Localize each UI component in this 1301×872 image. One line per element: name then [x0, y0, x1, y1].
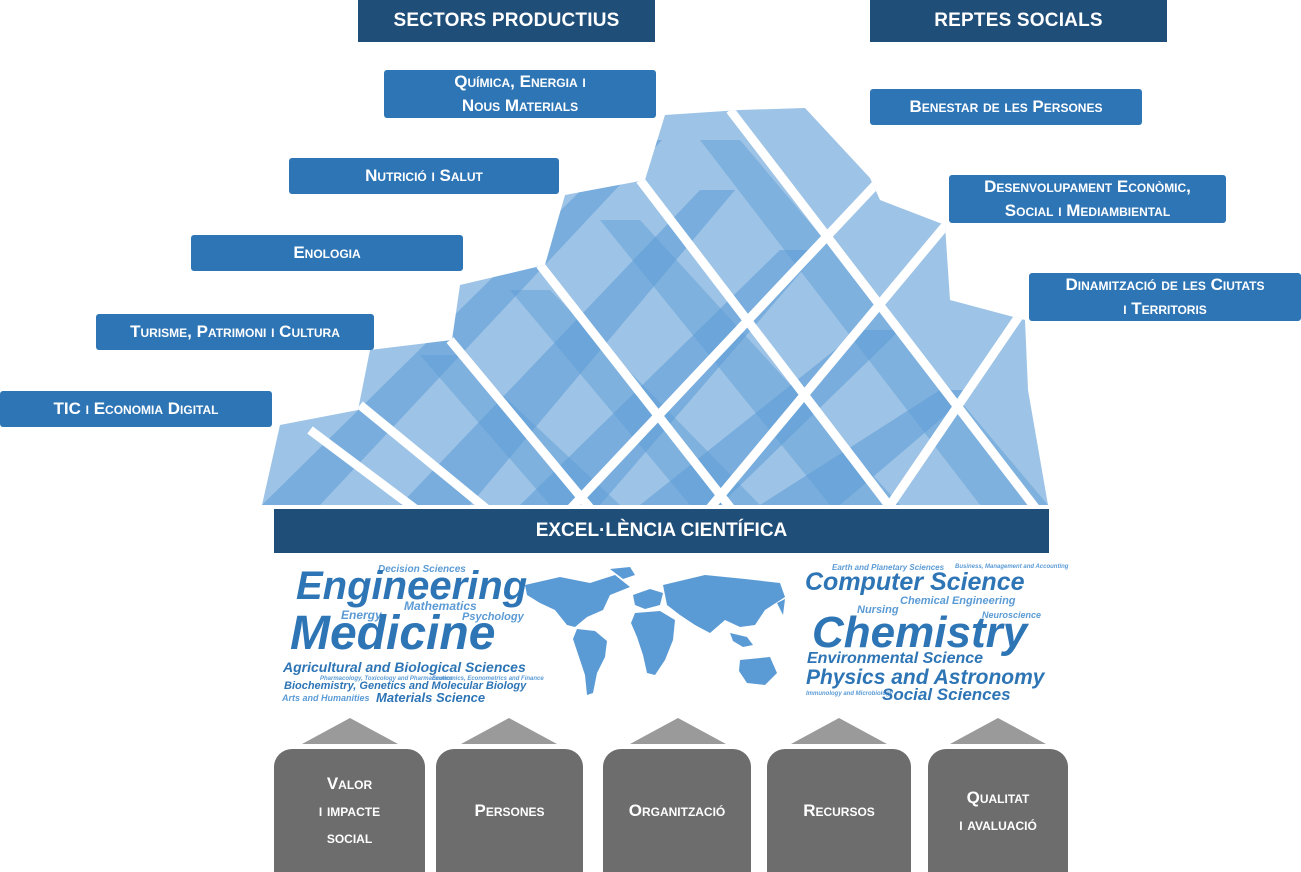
word-earth: Earth and Planetary Sciences [832, 563, 945, 572]
word-arts: Arts and Humanities [282, 693, 370, 703]
pillar-cap [630, 718, 726, 744]
world-map-icon [525, 567, 785, 695]
word-engineering: Engineering [296, 564, 528, 608]
pillar-cap [950, 718, 1046, 744]
sector-turisme: Turisme, Patrimoni i Cultura [96, 314, 374, 350]
pillar-recursos: Recursos [767, 749, 911, 872]
word-decision: Decision Sciences [378, 564, 466, 575]
pillar-valor: Valor i impacte social [274, 749, 425, 872]
word-nursing: Nursing [857, 604, 899, 616]
excellence-band: EXCEL·LÈNCIA CIENTÍFICA [274, 509, 1049, 553]
roof-band [640, 330, 900, 505]
pillar-organitzacio: Organització [603, 749, 751, 872]
word-chemical: Chemical Engineering [900, 595, 1016, 607]
word-medicine: Medicine [290, 607, 496, 660]
roof-band [400, 190, 735, 505]
word-chemistry: Chemistry [812, 608, 1028, 657]
sector-enologia: Enologia [191, 235, 463, 271]
roof-band [600, 220, 900, 505]
challenge-benestar: Benestar de les Persones [870, 89, 1142, 125]
sector-quimica: Química, Energia i Nous Materials [384, 70, 656, 118]
challenge-desenvolupament: Desenvolupament Econòmic, Social i Media… [949, 175, 1226, 223]
sector-tic: TIC i Economia Digital [0, 391, 272, 427]
word-mathematics: Mathematics [404, 599, 477, 613]
word-social: Social Sciences [882, 685, 1011, 704]
pillar-cap [461, 718, 557, 744]
word-biochemistry: Biochemistry, Genetics and Molecular Bio… [284, 680, 527, 692]
pillar-cap [791, 718, 887, 744]
word-environmental: Environmental Science [807, 650, 984, 667]
pillar-cap [302, 718, 398, 744]
challenges-header: REPTES SOCIALS [870, 0, 1167, 42]
challenge-dinamitzacio: Dinamització de les Ciutats i Territoris [1029, 273, 1301, 321]
word-immunology: Immunology and Microbiology [806, 691, 893, 697]
pillar-qualitat: Qualitat i avaluació [928, 749, 1068, 872]
roof-band [760, 390, 975, 505]
sector-nutricio: Nutrició i Salut [289, 158, 559, 194]
word-physics: Physics and Astronomy [806, 666, 1045, 689]
word-agricultural: Agricultural and Biological Sciences [283, 659, 526, 675]
pillar-persones: Persones [436, 749, 583, 872]
word-psychology: Psychology [462, 611, 524, 623]
word-computer: Computer Science [805, 568, 1025, 596]
word-neuroscience: Neuroscience [982, 610, 1042, 620]
word-economics: Economics, Econometrics and Finance [432, 676, 544, 682]
roof-band [510, 290, 760, 505]
word-pharmacology: Pharmacology, Toxicology and Pharmaceuti… [320, 676, 453, 682]
word-business: Business, Management and Accounting [955, 564, 1069, 570]
roof-band [262, 140, 662, 505]
word-energy: Energy [341, 608, 382, 622]
word-materials: Materials Science [376, 690, 486, 705]
sectors-header: SECTORS PRODUCTIUS [358, 0, 655, 42]
